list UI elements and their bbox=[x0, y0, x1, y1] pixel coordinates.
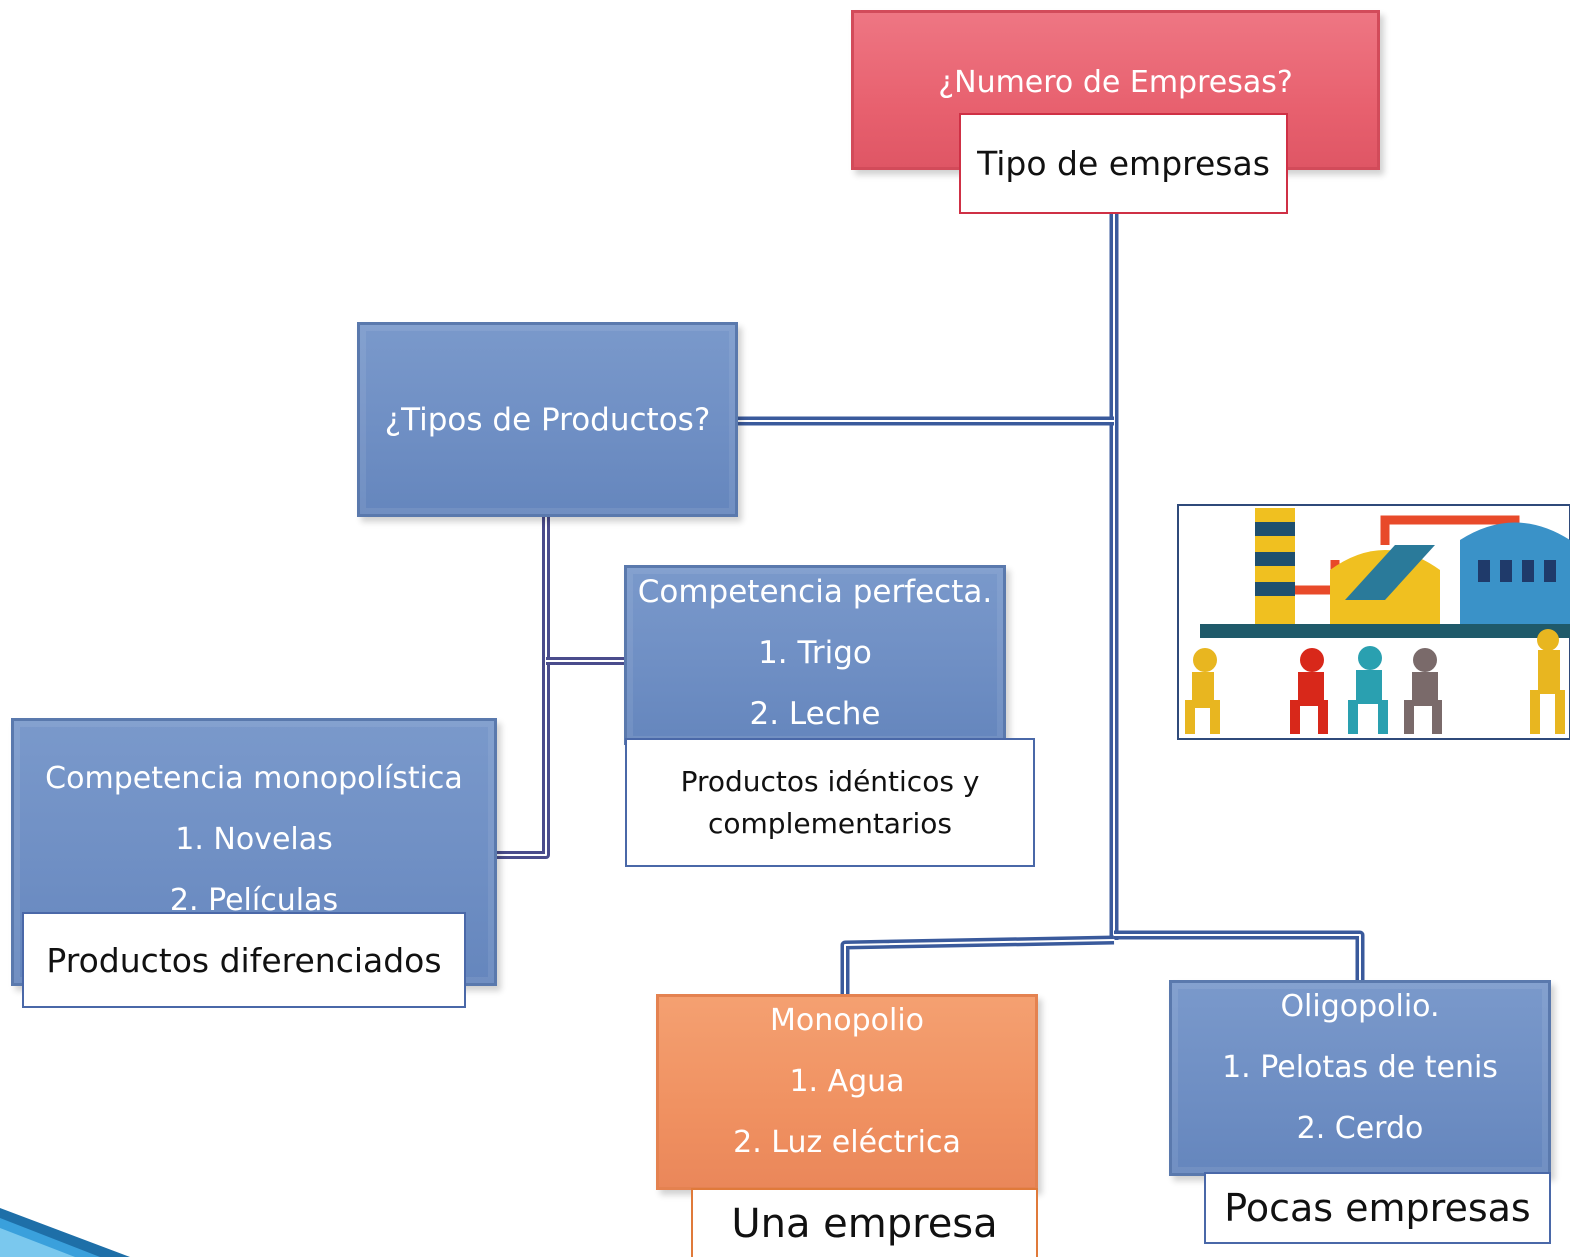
perfect-competition-node: Competencia perfecta. 1. Trigo 2. Leche bbox=[624, 565, 1006, 745]
perfect-item-2: 2. Leche bbox=[749, 696, 881, 732]
root-tag-label: Tipo de empresas bbox=[977, 144, 1270, 183]
root-tag: Tipo de empresas bbox=[959, 113, 1288, 214]
perfect-tag: Productos idénticos y complementarios bbox=[625, 738, 1035, 867]
oligopoly-node: Oligopolio. 1. Pelotas de tenis 2. Cerdo bbox=[1169, 980, 1551, 1176]
oligopoly-item-1: 1. Pelotas de tenis bbox=[1222, 1050, 1498, 1085]
monopoly-tag-label: Una empresa bbox=[731, 1200, 998, 1247]
monopoly-node: Monopolio 1. Agua 2. Luz eléctrica bbox=[656, 994, 1038, 1190]
monopolistic-tag: Productos diferenciados bbox=[22, 912, 466, 1008]
monopoly-connector bbox=[840, 935, 1115, 995]
root-title: ¿Numero de Empresas? bbox=[938, 65, 1293, 100]
competition-connector bbox=[497, 517, 626, 859]
corner-decoration bbox=[0, 1208, 130, 1257]
perfect-title: Competencia perfecta. bbox=[637, 574, 993, 610]
products-node: ¿Tipos de Productos? bbox=[357, 322, 738, 517]
factory-illustration bbox=[1177, 504, 1570, 740]
factory-on-workers-icon bbox=[1185, 508, 1570, 734]
oligopoly-tag-label: Pocas empresas bbox=[1224, 1186, 1531, 1230]
oligopoly-title: Oligopolio. bbox=[1280, 989, 1440, 1024]
monopoly-item-2: 2. Luz eléctrica bbox=[733, 1125, 961, 1160]
oligopoly-item-2: 2. Cerdo bbox=[1296, 1111, 1424, 1146]
connector-lines bbox=[497, 214, 1365, 995]
oligopoly-tag: Pocas empresas bbox=[1204, 1172, 1551, 1244]
monopoly-title: Monopolio bbox=[769, 1003, 925, 1038]
monopolistic-item-1: 1. Novelas bbox=[175, 822, 333, 857]
monopolistic-title: Competencia monopolística bbox=[45, 761, 463, 796]
monopolistic-tag-label: Productos diferenciados bbox=[46, 940, 442, 980]
monopoly-tag: Una empresa bbox=[691, 1188, 1038, 1257]
products-title: ¿Tipos de Productos? bbox=[384, 401, 711, 438]
perfect-item-1: 1. Trigo bbox=[758, 635, 872, 671]
perfect-tag-line-2: complementarios bbox=[708, 806, 952, 840]
oligopoly-connector bbox=[1114, 930, 1365, 980]
perfect-tag-line-1: Productos idénticos y bbox=[680, 764, 980, 798]
monopoly-item-1: 1. Agua bbox=[789, 1064, 905, 1099]
